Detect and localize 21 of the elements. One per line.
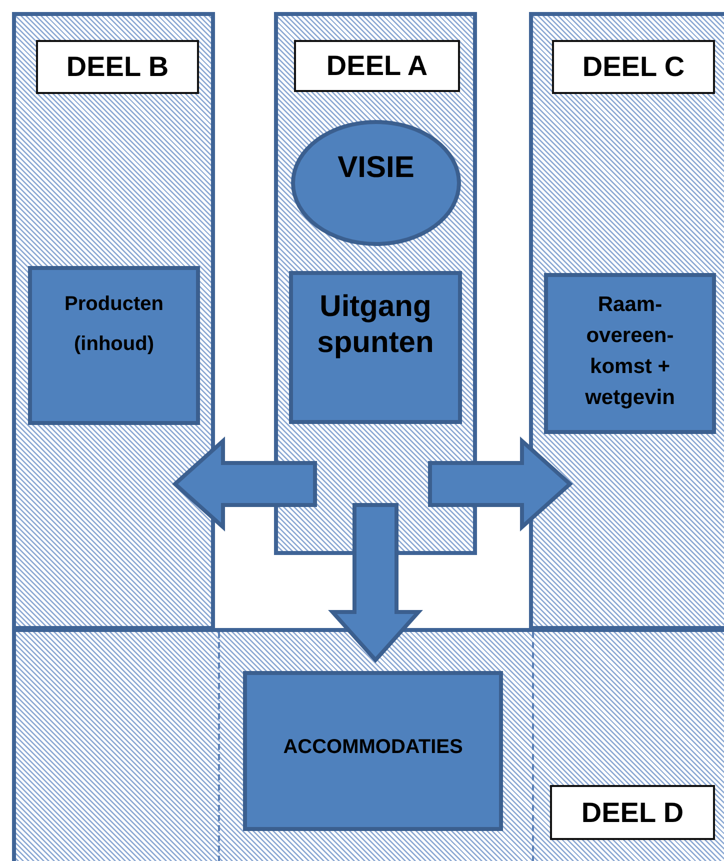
- section-title: DEEL A: [294, 40, 460, 92]
- process-box: [289, 271, 462, 424]
- section-title: DEEL D: [550, 785, 715, 840]
- block-arrow: [328, 503, 423, 663]
- block-arrow: [428, 436, 573, 532]
- block-arrow: [172, 436, 317, 532]
- box-label: Uitgang spunten: [316, 289, 435, 361]
- process-box: [544, 273, 716, 434]
- section-column: [529, 12, 724, 630]
- box-label: ACCOMMODATIES: [283, 735, 463, 759]
- section-title: DEEL B: [36, 40, 199, 94]
- box-label: VISIE: [338, 150, 414, 186]
- section-column: [12, 12, 215, 630]
- section-title: DEEL C: [552, 40, 715, 94]
- vision-ellipse: [291, 120, 461, 246]
- section-column: [274, 12, 477, 555]
- box-label: Producten (inhoud): [64, 292, 164, 357]
- process-box: [28, 266, 200, 425]
- process-box: [243, 671, 503, 831]
- box-label: Raam- overeen- komst + wetgevin: [584, 292, 676, 411]
- section-band: [12, 628, 724, 861]
